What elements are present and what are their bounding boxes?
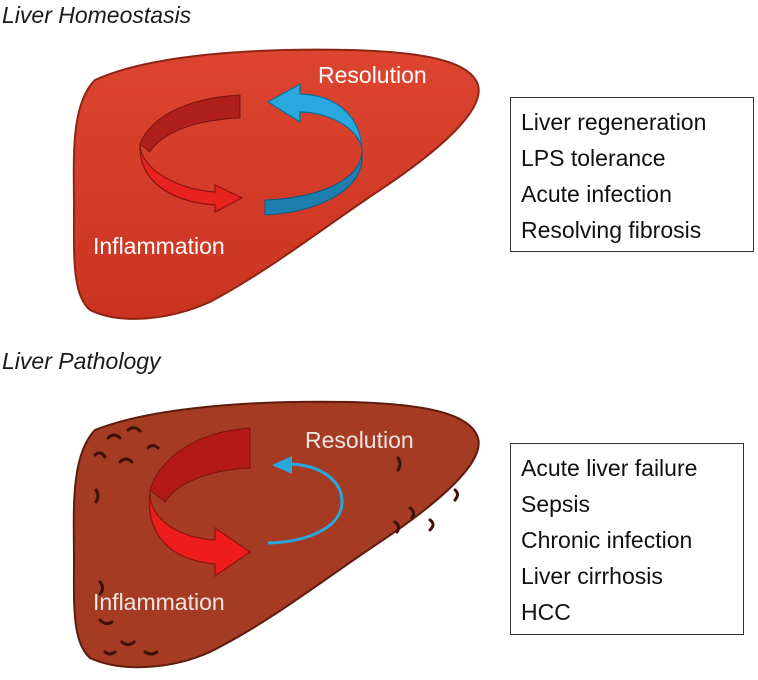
homeostasis-title: Liver Homeostasis xyxy=(2,2,192,28)
inflammation-label-bottom: Inflammation xyxy=(93,589,225,615)
condition-item: LPS tolerance xyxy=(521,145,666,171)
healthy-liver-shape xyxy=(72,48,480,320)
inflammation-arrow-top xyxy=(139,94,241,153)
resolution-arrowhead-top xyxy=(266,82,363,153)
inflammation-arrowhead-top xyxy=(139,143,244,213)
pathology-title: Liver Pathology xyxy=(2,348,161,374)
condition-item: Liver cirrhosis xyxy=(521,563,663,589)
condition-item: Sepsis xyxy=(521,491,591,517)
condition-item: Resolving fibrosis xyxy=(521,217,702,243)
homeostasis-liver-diagram: Resolution Inflammation xyxy=(72,48,480,320)
resolution-arrow-top xyxy=(264,151,363,216)
resolution-arrowhead-bottom xyxy=(272,456,292,474)
condition-item: Acute infection xyxy=(521,181,672,207)
inflammation-label-top: Inflammation xyxy=(93,233,225,259)
resolution-label-bottom: Resolution xyxy=(305,427,414,453)
pathology-liver-diagram: Resolution Inflammation xyxy=(72,400,480,669)
condition-item: Chronic infection xyxy=(521,527,693,553)
condition-item: HCC xyxy=(521,599,571,625)
condition-item: Acute liver failure xyxy=(521,455,698,481)
pathology-conditions-box: Acute liver failure Sepsis Chronic infec… xyxy=(510,443,744,635)
resolution-label-top: Resolution xyxy=(318,62,427,88)
homeostasis-conditions-box: Liver regeneration LPS tolerance Acute i… xyxy=(510,97,754,252)
inflammation-arrowhead-bottom xyxy=(148,489,252,578)
condition-item: Liver regeneration xyxy=(521,109,707,135)
diseased-liver-shape xyxy=(72,400,480,669)
resolution-arrow-bottom xyxy=(267,462,344,545)
fibrotic-nodules xyxy=(93,426,459,656)
